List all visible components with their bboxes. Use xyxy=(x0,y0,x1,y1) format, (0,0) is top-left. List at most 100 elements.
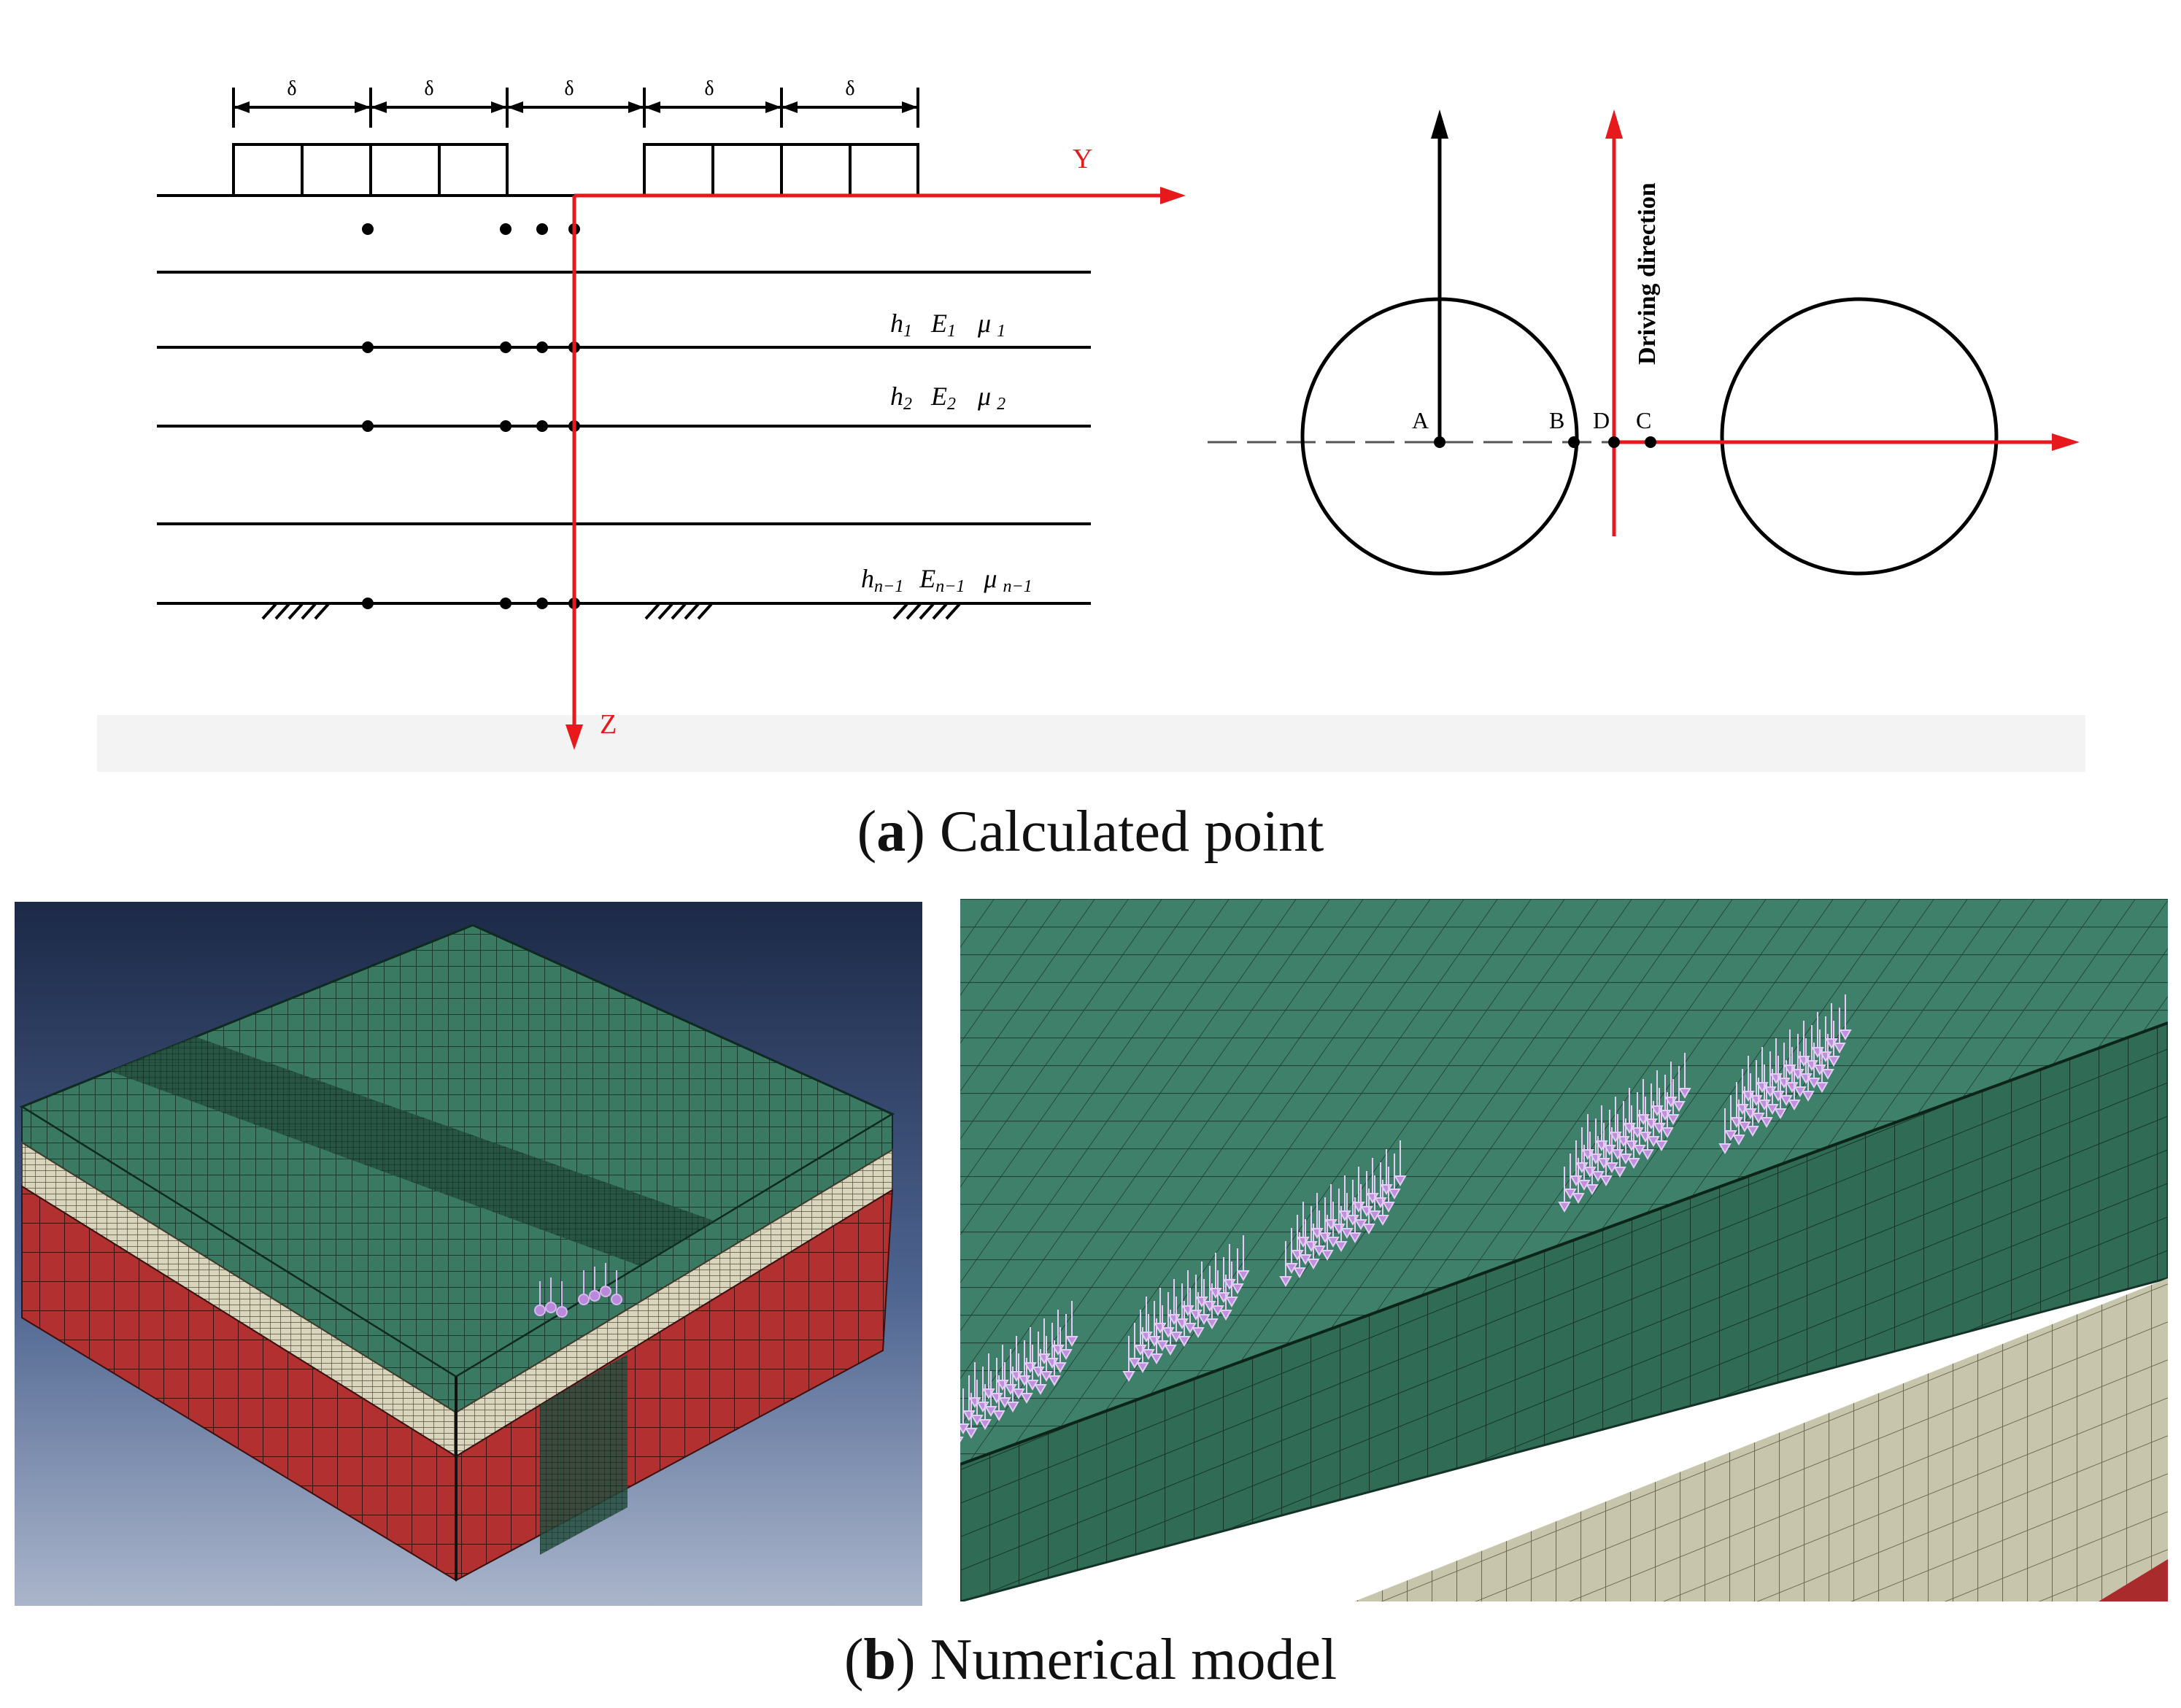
load-arrow-head xyxy=(1231,1283,1244,1294)
load-arrow-head xyxy=(1237,1270,1250,1281)
model-overview-render xyxy=(15,902,922,1606)
point-a xyxy=(1434,436,1445,448)
detail-subgrade-corner xyxy=(2099,1559,2168,1601)
caption-a: (a) Calculated point xyxy=(857,800,1324,864)
load-arrow-head xyxy=(1833,1043,1846,1054)
load-arrow-head xyxy=(1164,1345,1177,1356)
load-arrow-head xyxy=(1641,1149,1654,1160)
load-arrow-head xyxy=(1558,1202,1571,1213)
load-arrow-head xyxy=(978,1419,992,1430)
detail-top-edge xyxy=(960,1021,2168,1466)
road-band-side xyxy=(540,1354,628,1555)
load-arrow-head xyxy=(1667,1114,1680,1125)
load-arrow-head xyxy=(1048,1375,1061,1386)
load-arrow-head xyxy=(1388,1189,1401,1199)
load-arrow-head xyxy=(1802,1091,1815,1102)
detail-base-layer-side xyxy=(1354,1278,2168,1601)
load-arrow-head xyxy=(1034,1384,1047,1395)
load-arrow-head xyxy=(1059,1349,1073,1360)
load-arrow-head xyxy=(1136,1362,1149,1373)
lateral-axis-arrowhead xyxy=(2052,433,2080,451)
driving-axis-arrowhead xyxy=(1605,109,1623,139)
wheel-loads-detail xyxy=(960,994,1852,1443)
load-arrow-head xyxy=(1572,1193,1585,1204)
load-arrow-head xyxy=(1732,1135,1745,1145)
load-arrow-head xyxy=(960,1437,964,1443)
load-arrow-head xyxy=(1205,1318,1219,1329)
load-arrow-head xyxy=(1178,1336,1191,1347)
spacing-label-3: δ xyxy=(564,77,574,100)
load-arrow-head xyxy=(1307,1259,1320,1270)
point-d xyxy=(1608,436,1620,448)
label-d: D xyxy=(1593,407,1610,433)
yz-axes xyxy=(565,187,1186,750)
load-arrow-head xyxy=(1788,1100,1801,1110)
diagram-frame xyxy=(97,16,2085,772)
load-arrow-head xyxy=(1599,1175,1613,1186)
load-arrow-head xyxy=(1122,1371,1135,1382)
axis-z-label: Z xyxy=(600,709,617,740)
load-arrow-head xyxy=(1006,1402,1019,1413)
load-arrow-head xyxy=(1335,1241,1348,1252)
load-arrow-head xyxy=(1586,1184,1599,1195)
load-arrow-head xyxy=(1613,1167,1626,1178)
load-arrow-head xyxy=(1054,1362,1067,1373)
label-a: A xyxy=(1412,407,1429,433)
load-arrow-head xyxy=(1718,1143,1732,1154)
load-arrow-head xyxy=(1279,1276,1292,1287)
load-arrow-head xyxy=(1394,1175,1407,1186)
load-arrow-head xyxy=(1362,1224,1375,1234)
spacing-label-4: δ xyxy=(704,77,714,100)
load-arrow-head xyxy=(1627,1158,1640,1169)
point-c xyxy=(1645,436,1656,448)
calculation-points xyxy=(362,223,580,609)
axis-y-label: Y xyxy=(1073,144,1092,174)
load-arrow-head xyxy=(992,1410,1005,1421)
load-arrow-head xyxy=(1746,1126,1759,1137)
numerical-model-detail xyxy=(960,899,2168,1601)
load-arrow-head xyxy=(1348,1232,1362,1243)
load-arrow-head xyxy=(1020,1393,1033,1404)
load-arrow-head xyxy=(1827,1056,1840,1067)
model-detail-render xyxy=(960,899,2168,1601)
load-arrow-head xyxy=(1376,1215,1389,1226)
load-arrow-head xyxy=(1661,1127,1674,1138)
vertical-arrowhead xyxy=(1431,109,1448,139)
spacing-label-5: δ xyxy=(845,77,854,100)
point-b xyxy=(1568,436,1580,448)
load-arrow-head xyxy=(1219,1310,1232,1321)
load-arrow-head xyxy=(1821,1069,1834,1080)
label-b: B xyxy=(1549,407,1564,433)
wheel-right xyxy=(1720,297,1999,576)
load-arrow-head xyxy=(1293,1267,1306,1278)
load-arrow-head xyxy=(1672,1101,1686,1112)
load-arrow-head xyxy=(1382,1202,1395,1213)
load-arrow-head xyxy=(1760,1117,1773,1128)
load-arrow-head xyxy=(1839,1029,1852,1040)
label-c: C xyxy=(1636,407,1651,433)
layered-system xyxy=(157,88,1091,620)
spacing-label-2: δ xyxy=(424,77,433,100)
svg-text:hn−1En−1μn−1: hn−1En−1μn−1 xyxy=(861,564,1032,596)
wheel-loads-overview xyxy=(534,1263,622,1318)
load-arrow-head xyxy=(1655,1140,1668,1151)
load-arrow-head xyxy=(1192,1327,1205,1338)
numerical-model-overview xyxy=(15,902,922,1606)
caption-b: (b) Numerical model xyxy=(844,1628,1337,1692)
load-arrow-head xyxy=(1225,1297,1238,1307)
load-arrow-head xyxy=(1678,1088,1691,1099)
driving-direction-label: Driving direction xyxy=(1634,182,1661,365)
load-arrow-head xyxy=(1150,1353,1163,1364)
load-arrow-head xyxy=(1065,1336,1078,1347)
load-arrow-head xyxy=(1815,1082,1829,1093)
load-arrow-head xyxy=(1774,1108,1787,1119)
road-band-top xyxy=(109,1037,746,1267)
diagram-footer-band xyxy=(97,715,2085,772)
